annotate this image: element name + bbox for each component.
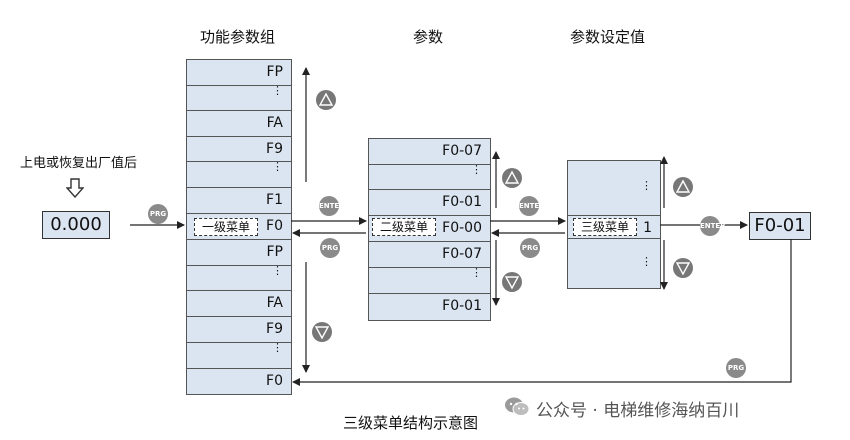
prg-button-params: PRG <box>520 238 540 258</box>
initial-display: 0.000 <box>42 211 110 239</box>
result-display: F0-01 <box>749 212 811 240</box>
group-item-dots-2: ⋮ <box>187 161 291 185</box>
enter-button-groups: ENTER <box>319 196 345 216</box>
watermark-text: 公众号 · 电梯维修海纳百川 <box>536 401 740 421</box>
enter-button-params: ENTER <box>519 196 545 216</box>
group-item-f1: F1 <box>187 187 291 211</box>
groups-title: 功能参数组 <box>200 28 276 46</box>
value-top-dots: ⋮ <box>641 179 652 192</box>
prg-button-initial: PRG <box>148 204 168 224</box>
up-triangle-icon-params <box>502 168 522 188</box>
group-item-f0-bottom: F0 <box>187 368 291 392</box>
group-item-dots-3: ⋮ <box>187 265 291 289</box>
down-arrow-icon <box>65 178 85 202</box>
group-item-dots-1: ⋮ <box>187 85 291 109</box>
wechat-icon <box>504 396 530 422</box>
menu-level3-box: 三级菜单 <box>573 218 637 236</box>
menu-level2-box: 二级菜单 <box>372 218 436 236</box>
diagram-caption: 三级菜单结构示意图 <box>343 414 479 432</box>
value-bottom-dots: ⋮ <box>641 255 652 268</box>
param-item-f0-07-bottom: F0-07 <box>369 241 490 265</box>
param-item-f0-01-top: F0-01 <box>369 189 490 213</box>
prg-button-groups: PRG <box>320 238 340 258</box>
group-item-f9-bottom: F9 <box>187 316 291 340</box>
up-triangle-icon-groups <box>316 90 336 110</box>
param-item-f0-07-top: F0-07 <box>442 143 482 159</box>
up-triangle-icon-values <box>673 177 693 197</box>
group-item-f9-top: F9 <box>187 136 291 160</box>
value-divider <box>567 238 660 239</box>
down-triangle-icon-params <box>502 272 522 292</box>
prg-button-return: PRG <box>726 358 746 378</box>
param-item-dots-2: ⋮ <box>369 267 490 291</box>
power-on-label: 上电或恢复出厂值后 <box>20 156 138 171</box>
down-triangle-icon-values <box>673 258 693 278</box>
params-title: 参数 <box>413 28 444 46</box>
group-item-fa-top: FA <box>187 110 291 134</box>
group-item-fp-bottom: FP <box>187 239 291 263</box>
param-item-f0-00: F0-00 <box>369 215 490 239</box>
value-current: 1 <box>568 215 660 239</box>
enter-button-values: ENTER <box>700 216 726 236</box>
menu-level1-box: 一级菜单 <box>194 218 258 236</box>
group-item-fp-top: FP <box>266 64 284 80</box>
values-title: 参数设定值 <box>570 28 646 46</box>
param-item-f0-01-bottom: F0-01 <box>369 293 490 317</box>
group-item-dots-4: ⋮ <box>187 342 291 366</box>
group-item-f0: F0 <box>187 213 291 237</box>
down-triangle-icon-groups <box>312 322 332 342</box>
group-item-fa-bottom: FA <box>187 290 291 314</box>
param-item-dots-1: ⋮ <box>369 164 490 188</box>
